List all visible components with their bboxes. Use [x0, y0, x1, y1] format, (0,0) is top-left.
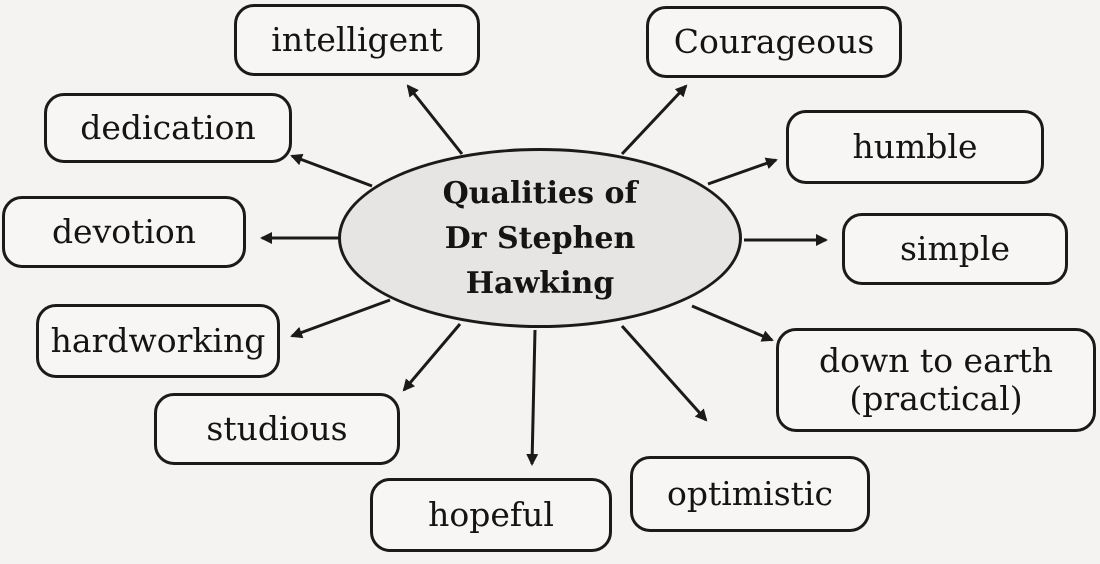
- arrow-optimistic: [620, 325, 708, 422]
- quality-label-courageous: Courageous: [673, 22, 875, 61]
- central-topic-title: Qualities of Dr Stephen Hawking: [442, 175, 638, 301]
- quality-label-devotion: devotion: [51, 212, 197, 251]
- quality-box-dedication: dedication: [44, 93, 292, 163]
- quality-label-studious: studious: [206, 409, 348, 448]
- arrow-downtoearth: [691, 304, 774, 342]
- quality-box-hardworking: hardworking: [36, 304, 280, 378]
- quality-box-hopeful: hopeful: [370, 478, 612, 552]
- quality-box-courageous: Courageous: [646, 6, 902, 78]
- quality-box-studious: studious: [154, 393, 400, 465]
- arrow-humble: [707, 157, 778, 186]
- quality-label-down-to-earth: down to earth (practical): [818, 341, 1054, 418]
- quality-box-down-to-earth: down to earth (practical): [776, 328, 1096, 432]
- quality-box-devotion: devotion: [2, 196, 246, 268]
- arrow-intelligent: [406, 84, 464, 155]
- arrow-courageous: [620, 84, 688, 156]
- arrow-hardworking: [290, 298, 391, 339]
- quality-box-simple: simple: [842, 213, 1068, 285]
- quality-box-optimistic: optimistic: [630, 456, 870, 532]
- quality-box-intelligent: intelligent: [234, 4, 480, 76]
- quality-label-simple: simple: [900, 229, 1010, 268]
- quality-label-humble: humble: [852, 127, 978, 166]
- arrow-studious: [402, 323, 462, 392]
- quality-label-optimistic: optimistic: [667, 474, 833, 513]
- quality-label-hardworking: hardworking: [50, 321, 266, 360]
- arrow-hopeful: [526, 329, 539, 466]
- arrow-dedication: [290, 153, 373, 188]
- quality-box-humble: humble: [786, 110, 1044, 184]
- quality-label-hopeful: hopeful: [428, 495, 554, 534]
- quality-label-dedication: dedication: [80, 108, 256, 147]
- quality-label-intelligent: intelligent: [271, 20, 443, 59]
- central-topic-ellipse: Qualities of Dr Stephen Hawking: [338, 148, 742, 328]
